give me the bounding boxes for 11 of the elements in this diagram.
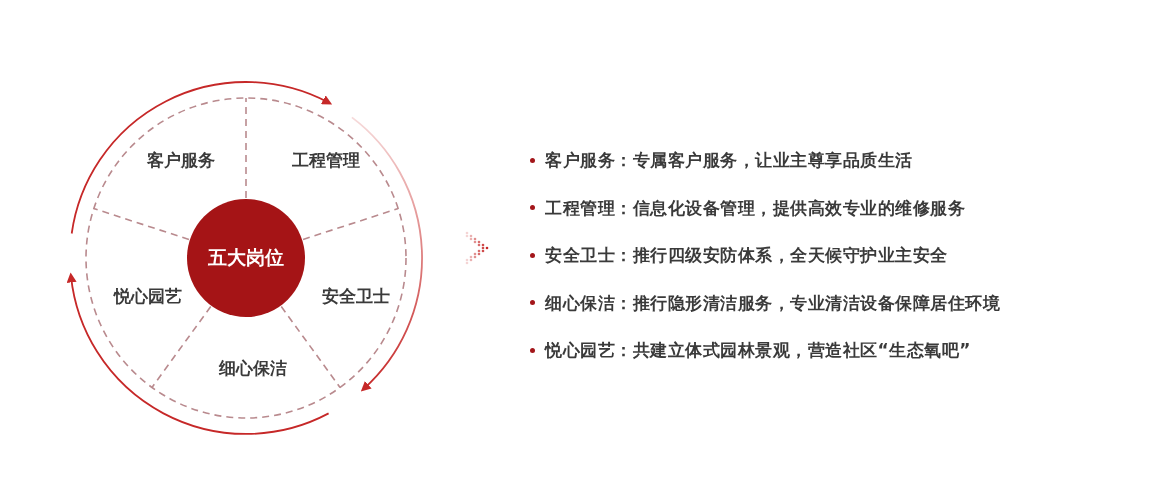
sector-label: 悦心园艺 <box>114 284 182 308</box>
description-text: 安全卫士：推行四级安防体系，全天候守护业主安全 <box>545 243 948 267</box>
description-text: 工程管理：信息化设备管理，提供高效专业的维修服务 <box>545 196 965 219</box>
description-text: 细心保洁：推行隐形清洁服务，专业清洁设备保障居住环境 <box>545 291 1000 314</box>
center-circle: 五大岗位 <box>187 199 305 317</box>
sector-label: 工程管理 <box>292 148 360 172</box>
description-text: 客户服务：专属客户服务，让业主尊享品质生活 <box>545 148 913 172</box>
sector-label: 细心保洁 <box>219 356 287 380</box>
sector-label: 安全卫士 <box>322 284 390 308</box>
description-text: 悦心园艺：共建立体式园林景观，营造社区“生态氧吧” <box>545 338 971 362</box>
sector-label: 客户服务 <box>147 148 215 172</box>
